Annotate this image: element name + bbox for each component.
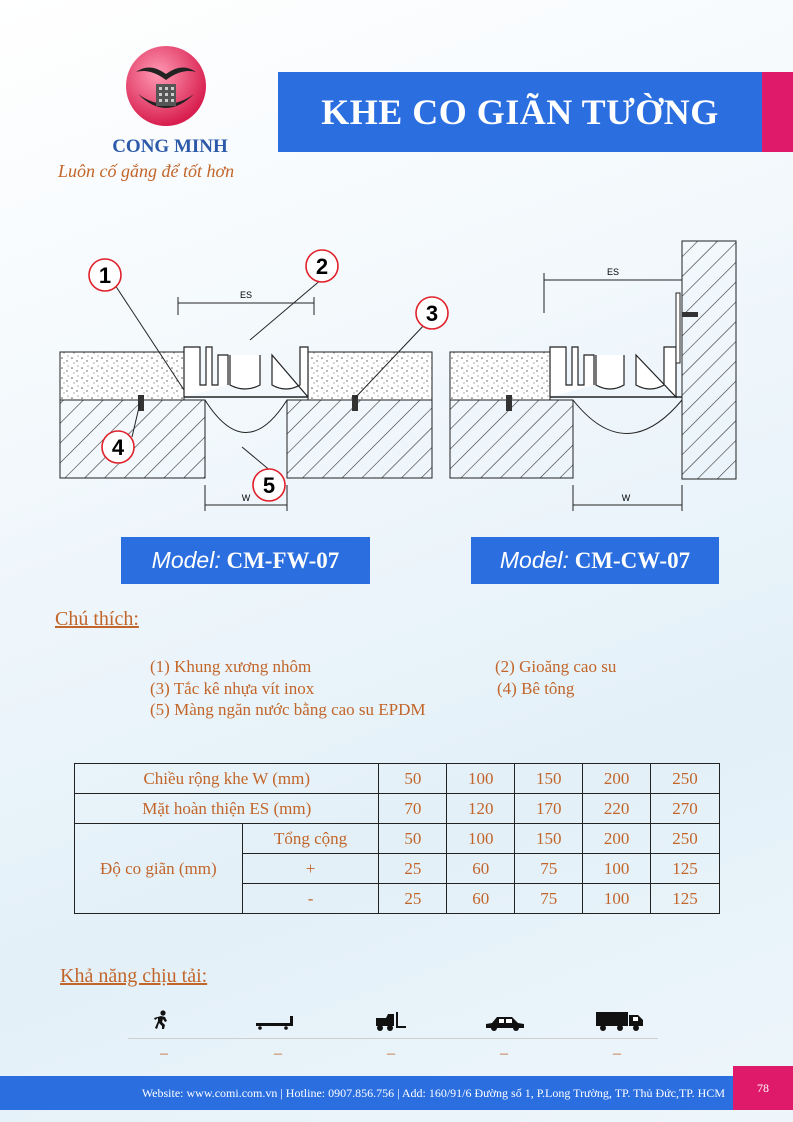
- table-cell: 25: [378, 883, 448, 914]
- table-cell: 200: [582, 763, 652, 794]
- table-cell: 120: [446, 793, 516, 824]
- callout-4: 4: [112, 435, 125, 460]
- row-label: Mặt hoàn thiện ES (mm): [73, 793, 380, 824]
- load-value-pedestrian: –: [160, 1045, 168, 1062]
- table-cell: 250: [650, 823, 720, 854]
- dim-w-left: W: [242, 493, 251, 503]
- table-cell: 60: [446, 883, 516, 914]
- dim-w-right: W: [622, 493, 631, 503]
- table-cell: 125: [650, 883, 720, 914]
- table-cell: 75: [514, 883, 584, 914]
- brand-name: CONG MINH: [112, 136, 228, 157]
- load-value-car: –: [500, 1045, 508, 1062]
- load-divider: [128, 1038, 658, 1039]
- model-label: Model:: [151, 547, 221, 573]
- table-cell: 200: [582, 823, 652, 854]
- table-cell: 125: [650, 853, 720, 884]
- callout-2: 2: [316, 254, 328, 279]
- spec-table: Chiều rộng khe W (mm) 50 100 150 200 250…: [73, 763, 720, 914]
- load-value-forklift: –: [387, 1045, 395, 1062]
- company-logo: [126, 46, 206, 126]
- model-box-cw: Model: CM-CW-07: [471, 537, 719, 584]
- note-item: (2) Gioăng cao su: [495, 657, 617, 676]
- dim-es-right: ES: [607, 267, 619, 277]
- table-cell: 50: [378, 823, 448, 854]
- sub-label: Tổng cộng: [241, 823, 380, 854]
- forklift-icon: [376, 1012, 406, 1031]
- sub-label: +: [241, 853, 380, 884]
- pedestrian-icon: [154, 1010, 167, 1029]
- table-cell: 100: [446, 823, 516, 854]
- table-cell: 50: [378, 763, 448, 794]
- load-value-truck: –: [613, 1045, 621, 1062]
- footer-contact: Website: www.comi.com.vn | Hotline: 0907…: [141, 1086, 725, 1100]
- table-cell: 100: [582, 853, 652, 884]
- table-cell: 100: [446, 763, 516, 794]
- table-cell: 25: [378, 853, 448, 884]
- table-cell: 70: [378, 793, 448, 824]
- note-item: (5) Màng ngăn nước bằng cao su EPDM: [150, 700, 426, 719]
- page-number: 78: [733, 1066, 793, 1110]
- table-cell: 270: [650, 793, 720, 824]
- table-cell: 100: [582, 883, 652, 914]
- table-row: Chiều rộng khe W (mm) 50 100 150 200 250: [73, 763, 720, 794]
- model-label: Model:: [499, 547, 569, 573]
- table-cell: 60: [446, 853, 516, 884]
- title-accent-bar: [762, 72, 793, 152]
- table-cell: 220: [582, 793, 652, 824]
- callout-1: 1: [99, 263, 111, 288]
- table-row: Mặt hoàn thiện ES (mm) 70 120 170 220 27…: [73, 793, 720, 824]
- sub-label: -: [241, 883, 380, 914]
- table-cell: 75: [514, 853, 584, 884]
- note-item: (3) Tắc kê nhựa vít inox: [150, 679, 315, 698]
- note-item: (4) Bê tông: [497, 679, 575, 698]
- notes-title: Chú thích:: [55, 608, 139, 630]
- callout-5: 5: [263, 473, 275, 498]
- load-value-trolley: –: [274, 1045, 282, 1062]
- model-code: CM-FW-07: [226, 548, 340, 573]
- table-cell: 150: [514, 763, 584, 794]
- table-cell: 250: [650, 763, 720, 794]
- car-icon: [486, 1017, 524, 1031]
- truck-icon: [596, 1012, 643, 1031]
- row-label: Độ co giãn (mm): [74, 823, 243, 914]
- note-item: (1) Khung xương nhôm: [150, 657, 312, 676]
- load-title: Khả năng chịu tải:: [60, 965, 208, 987]
- table-row: Độ co giãn (mm) Tổng cộng 50 100 150 200…: [74, 823, 720, 914]
- table-cell: 170: [514, 793, 584, 824]
- model-box-fw: Model: CM-FW-07: [121, 537, 370, 584]
- trolley-icon: [256, 1016, 293, 1030]
- technical-drawing: ES W 1 2 3 4 5 ES W: [59, 240, 737, 511]
- page-title: KHE CO GIÃN TƯỜNG: [278, 72, 762, 152]
- callout-3: 3: [426, 301, 438, 326]
- table-row: + 25 60 75 100 125: [75, 853, 720, 884]
- brand-slogan: Luôn cố gắng để tốt hơn: [58, 161, 235, 181]
- footer-bar: Website: www.comi.com.vn | Hotline: 0907…: [0, 1076, 733, 1110]
- table-row: - 25 60 75 100 125: [75, 883, 720, 914]
- model-code: CM-CW-07: [574, 548, 691, 573]
- dim-es-left: ES: [240, 290, 252, 300]
- row-label: Chiều rộng khe W (mm): [73, 763, 380, 794]
- table-cell: 150: [514, 823, 584, 854]
